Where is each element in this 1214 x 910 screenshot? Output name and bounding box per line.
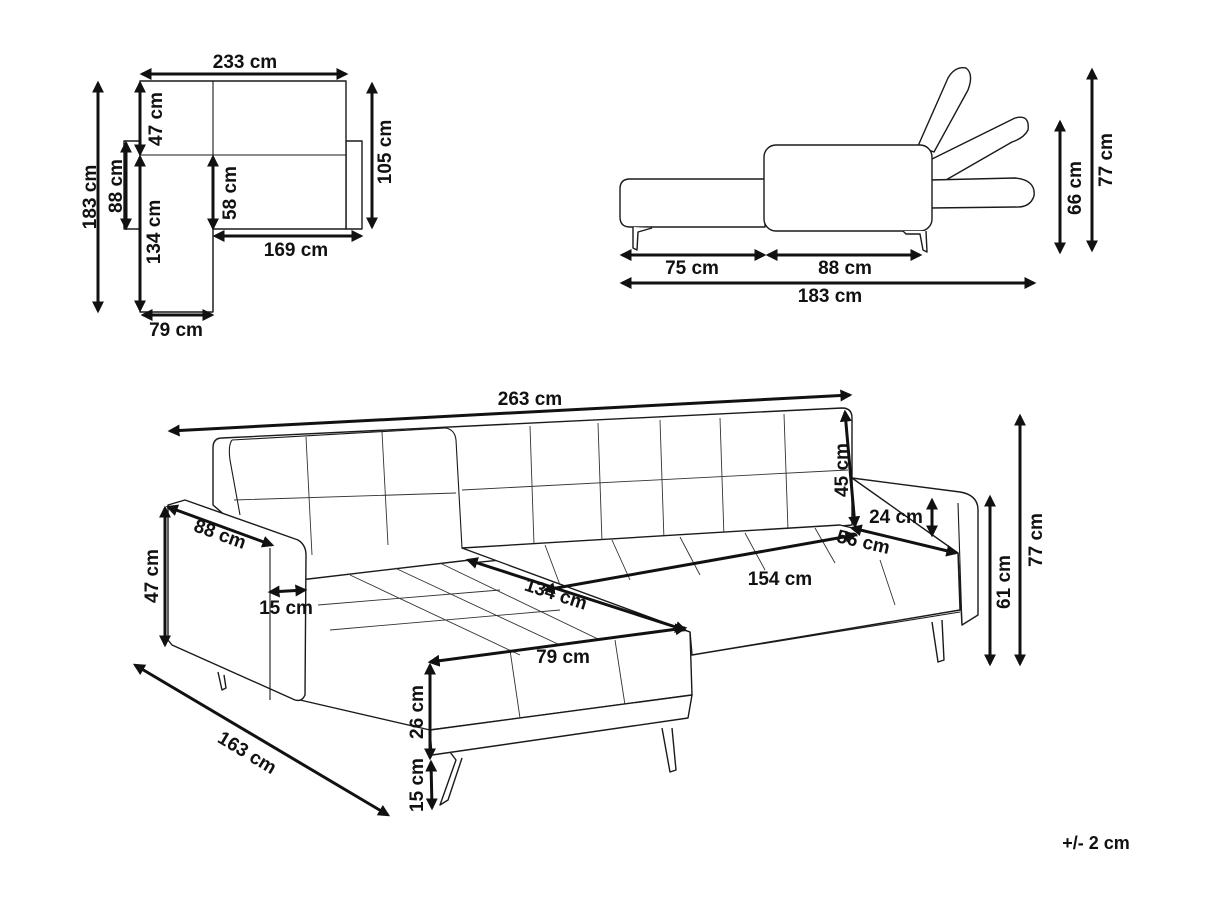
plan-arm-length-label: 88 cm — [106, 159, 127, 213]
leg — [217, 671, 227, 691]
backrest-upright — [917, 67, 972, 153]
plan-seat-depth-label: 58 cm — [220, 166, 241, 220]
chaise-width-label: 79 cm — [536, 647, 590, 668]
side-height-total-label: 77 cm — [1096, 133, 1117, 187]
arm-width-arrow — [849, 524, 959, 557]
side-seat — [619, 178, 766, 228]
plan-back-depth-label: 47 cm — [146, 92, 167, 146]
arm-thickness-arrow — [267, 584, 308, 598]
back-height-label: 45 cm — [832, 443, 853, 497]
leg-height-label: 15 cm — [407, 758, 428, 812]
side-height-reclined-label: 66 cm — [1065, 161, 1086, 215]
plan-right-depth-label: 105 cm — [375, 120, 396, 184]
chaise-seat-length-arrow — [465, 557, 688, 633]
backrest-tufting-horizontal — [233, 469, 849, 501]
back-height-arrow — [839, 409, 861, 529]
leg — [439, 751, 463, 806]
side-leg-front — [632, 227, 653, 251]
plan-width-total-label: 233 cm — [213, 52, 277, 73]
side-view: 75 cm 88 cm 183 cm 66 cm 77 cm — [619, 67, 1117, 307]
left-arm-height-label: 47 cm — [142, 549, 163, 603]
plan-view: 233 cm 183 cm 47 cm 88 cm 134 cm 58 cm 1… — [80, 52, 396, 341]
plan-chaise-width-label: 79 cm — [149, 320, 203, 341]
chaise-length-label: 163 cm — [214, 728, 280, 779]
plan-right-arm — [345, 140, 363, 230]
right-arm — [851, 477, 979, 626]
right-arm-edge — [957, 502, 963, 626]
tolerance-note: +/- 2 cm — [1062, 833, 1130, 853]
arm-thickness-label: 15 cm — [259, 598, 313, 619]
chaise-width-arrow — [427, 623, 688, 667]
width-total-label: 263 cm — [498, 389, 562, 410]
backrest-left-edge — [228, 439, 241, 516]
arm-height-label: 61 cm — [994, 555, 1015, 609]
leg — [661, 727, 677, 773]
perspective-view: 263 cm 45 cm 24 cm 56 cm 154 cm 134 cm 7… — [132, 389, 1047, 817]
backrest-reclined — [929, 116, 1029, 189]
side-seat-section-label: 75 cm — [665, 258, 719, 279]
plan-chaise-length-label: 134 cm — [144, 200, 165, 264]
plan-outline — [139, 80, 347, 313]
width-total-arrow — [167, 389, 853, 437]
side-back-section-label: 88 cm — [818, 258, 872, 279]
backrest-flat — [929, 177, 1035, 209]
side-total-length-label: 183 cm — [798, 286, 862, 307]
left-arm-length-arrow — [165, 504, 275, 548]
leg-height-arrow — [425, 759, 438, 811]
side-back-block — [763, 144, 933, 232]
leg — [931, 619, 945, 663]
plan-depth-total-label: 183 cm — [80, 165, 101, 229]
seat-cushion-height-label: 26 cm — [407, 685, 428, 739]
arm-height-above-seat-label: 24 cm — [869, 507, 923, 528]
seat-width-label: 154 cm — [748, 569, 812, 590]
plan-main-width-label: 169 cm — [264, 240, 328, 261]
main-seat-base-edge — [691, 611, 961, 656]
chaise-length-arrow — [132, 663, 391, 817]
height-total-label: 77 cm — [1026, 513, 1047, 567]
side-leg-back — [902, 230, 928, 253]
